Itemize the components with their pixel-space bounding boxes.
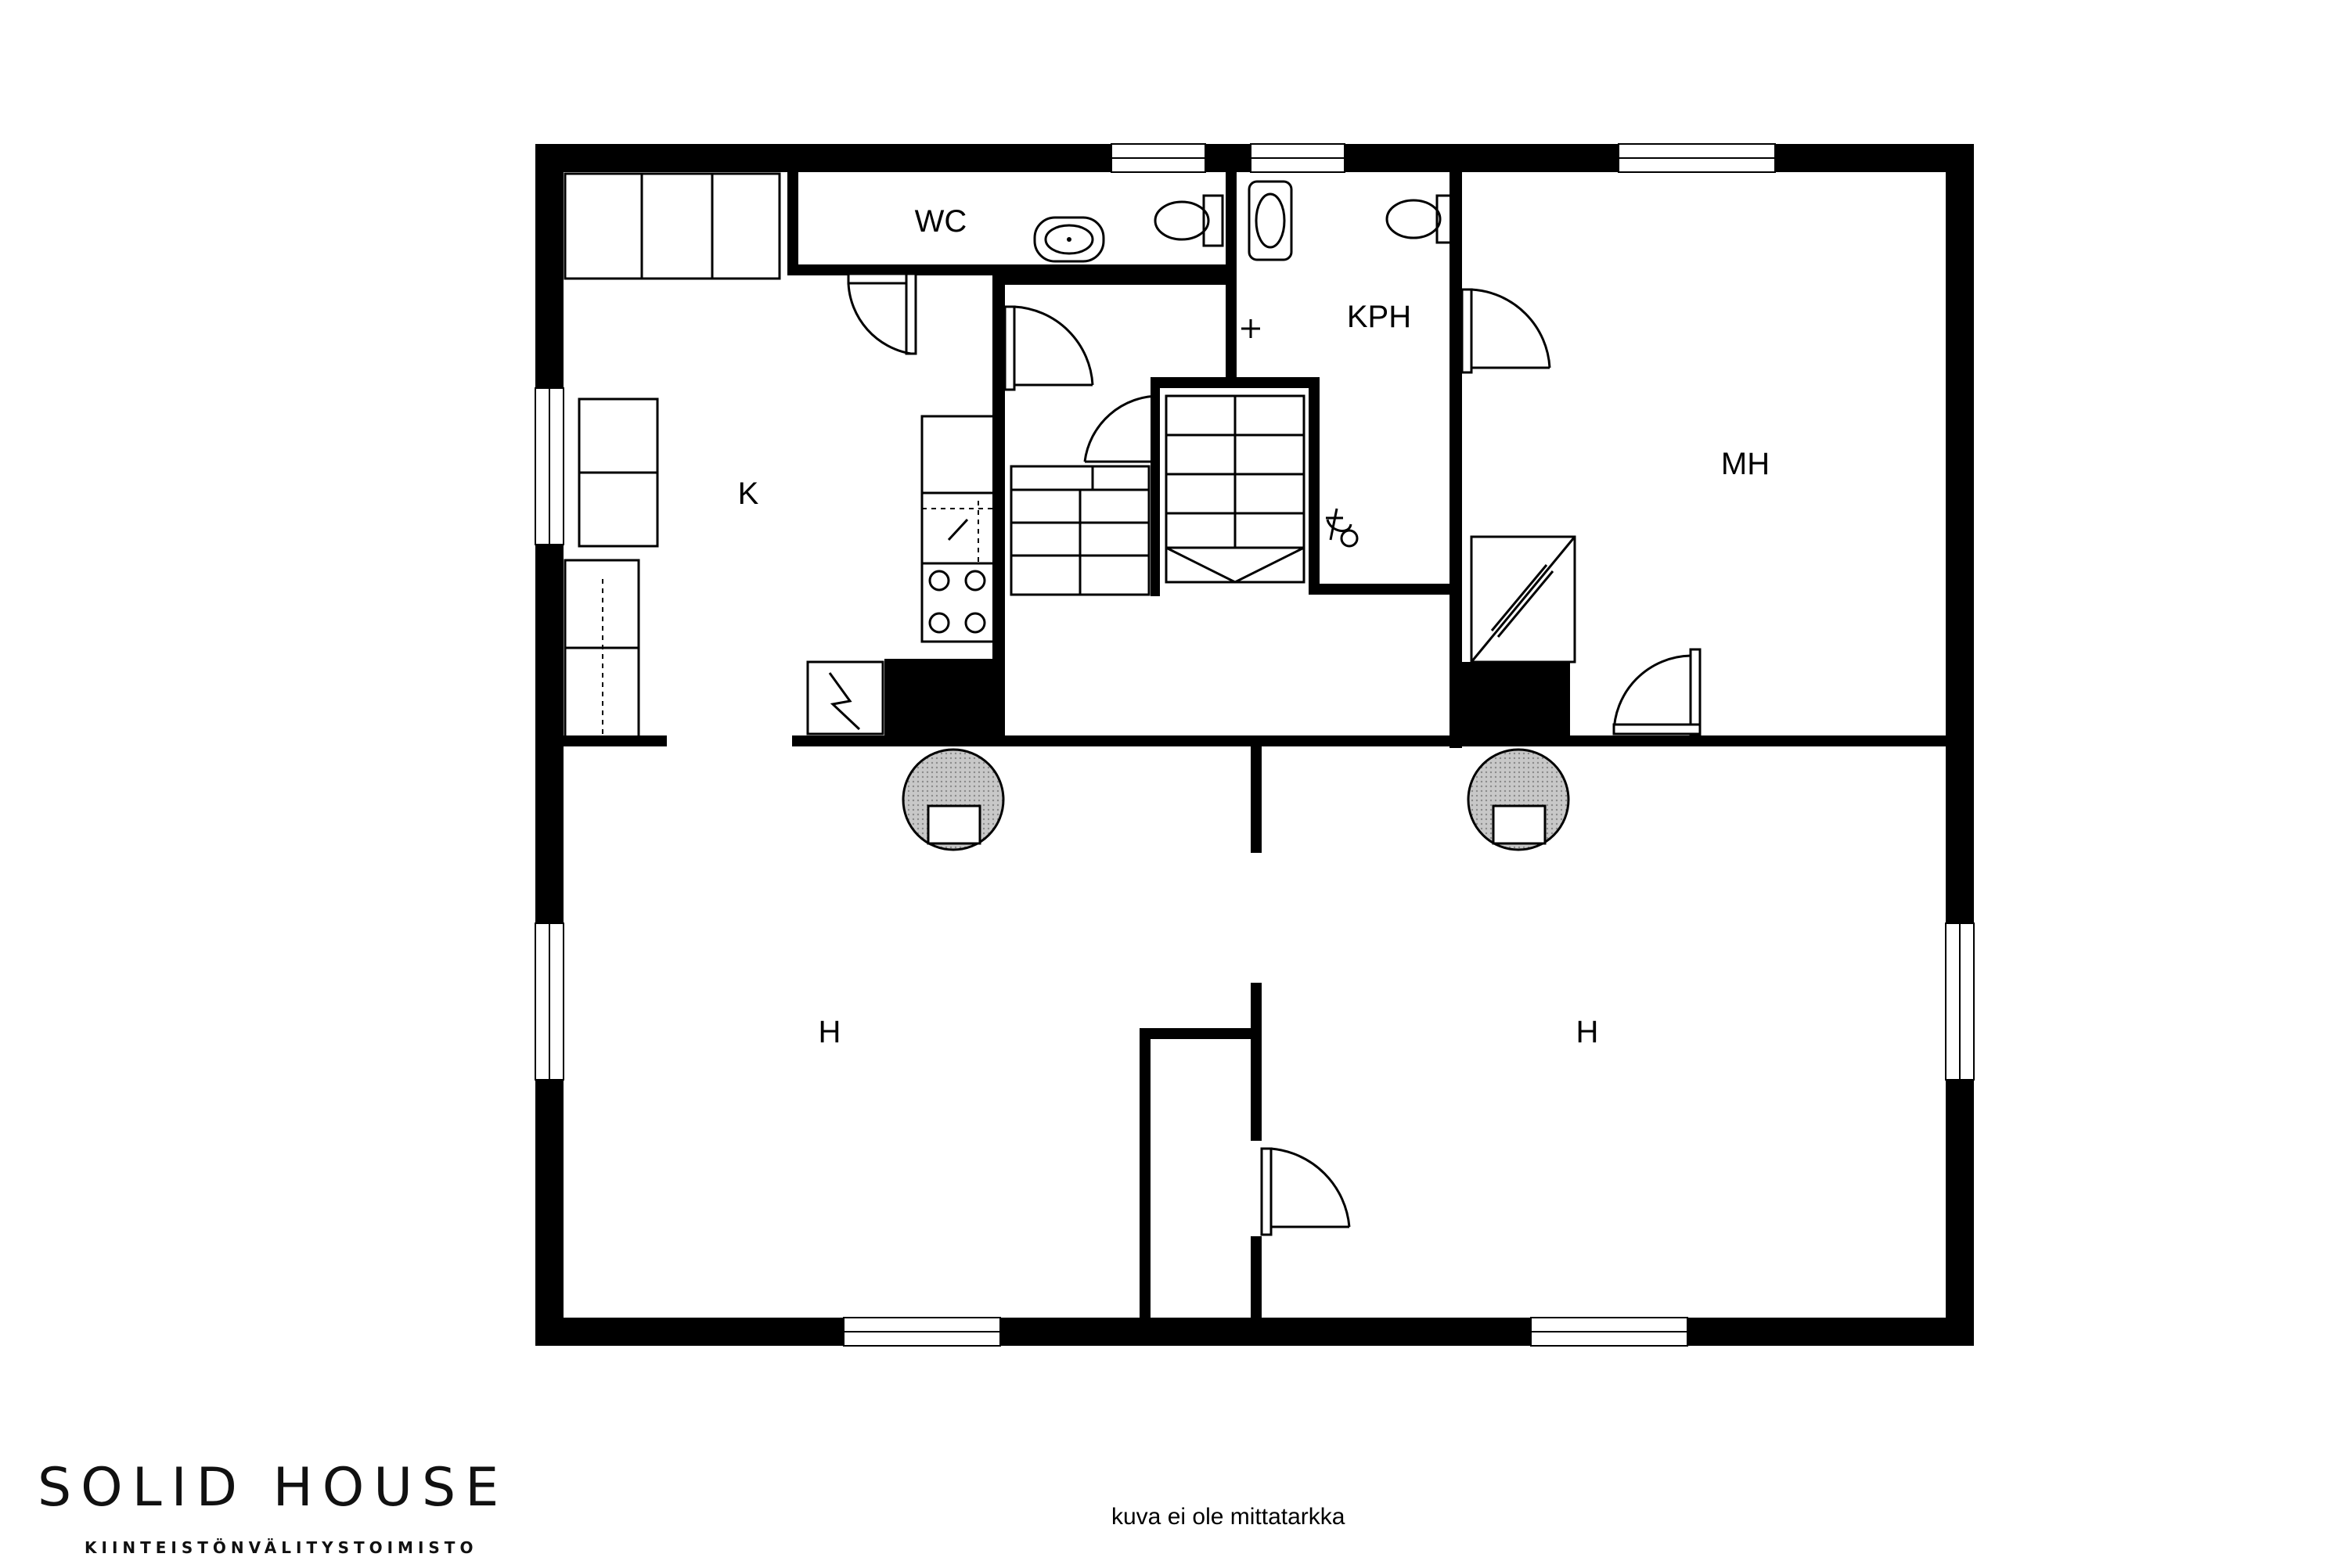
- fireplace-right: [1467, 748, 1570, 851]
- room-label-wc: WC: [915, 204, 967, 239]
- brand-logo: SOLID HOUSE KIINTEISTÖNVÄLITYSTOIMISTO: [38, 1457, 538, 1558]
- kitchen-fixtures: [564, 172, 996, 739]
- room-label-h-right: H: [1576, 1015, 1599, 1049]
- windows: [535, 143, 1975, 1347]
- bathroom-fixtures: [1033, 180, 1457, 548]
- brand-name: SOLID HOUSE: [38, 1457, 509, 1519]
- room-label-k: K: [738, 477, 759, 511]
- brand-tagline: KIINTEISTÖNVÄLITYSTOIMISTO: [85, 1538, 478, 1557]
- wardrobe: [1470, 535, 1576, 664]
- room-label-h-left: H: [819, 1015, 841, 1049]
- disclaimer-text: kuva ei ole mittatarkka: [1111, 1504, 1345, 1530]
- fireplace-left: [902, 748, 1005, 851]
- interior-walls: [564, 172, 1946, 1318]
- room-label-mh: MH: [1721, 447, 1770, 481]
- doors: [847, 272, 1702, 1236]
- stairs: [1010, 394, 1305, 596]
- room-label-kph: KPH: [1347, 300, 1411, 334]
